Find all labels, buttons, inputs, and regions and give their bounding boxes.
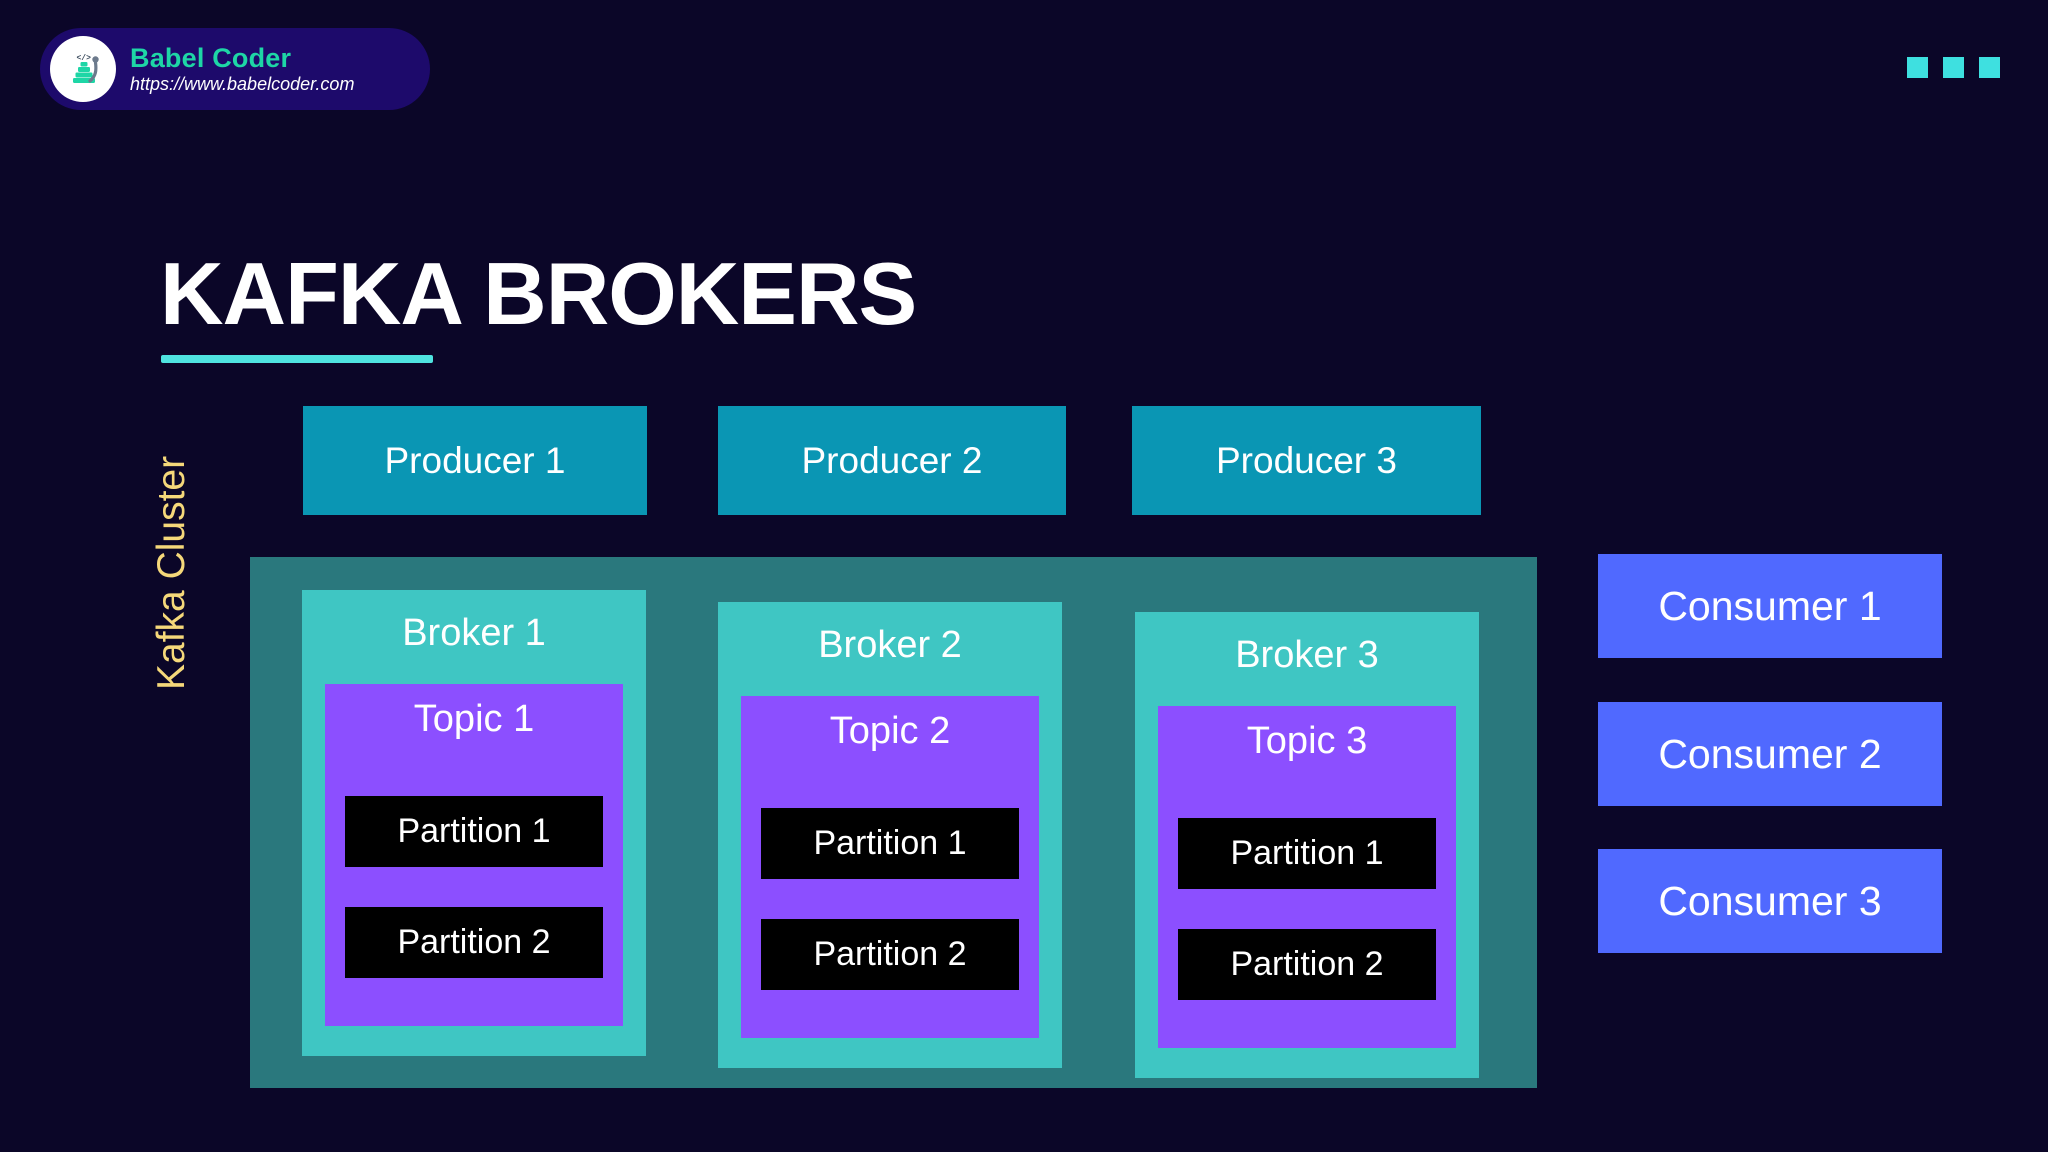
kafka-cluster-container: Broker 1 Topic 1 Partition 1 Partition 2…: [250, 557, 1537, 1088]
partition-label-2-1: Partition 1: [813, 824, 967, 862]
broker-box-3[interactable]: Broker 3 Topic 3 Partition 1 Partition 2: [1135, 612, 1479, 1078]
topic-label-1: Topic 1: [413, 698, 535, 740]
partition-box-1-2[interactable]: Partition 2: [345, 907, 603, 978]
broker-label-2: Broker 2: [818, 624, 962, 666]
partition-label-1-1: Partition 1: [397, 812, 551, 850]
broker-box-2[interactable]: Broker 2 Topic 2 Partition 1 Partition 2: [718, 602, 1062, 1068]
header-dots-group: [1907, 57, 2000, 78]
consumer-label-3: Consumer 3: [1658, 877, 1882, 924]
partition-label-3-1: Partition 1: [1230, 834, 1384, 872]
topic-box-1[interactable]: Topic 1 Partition 1 Partition 2: [325, 684, 623, 1026]
partition-box-2-2[interactable]: Partition 2: [761, 919, 1019, 990]
partition-label-3-2: Partition 2: [1230, 945, 1384, 983]
consumer-box-1[interactable]: Consumer 1: [1598, 554, 1942, 658]
consumer-box-3[interactable]: Consumer 3: [1598, 849, 1942, 953]
partition-label-1-2: Partition 2: [397, 923, 551, 961]
page-title: KAFKA BROKERS: [160, 244, 917, 343]
consumer-label-2: Consumer 2: [1658, 730, 1882, 777]
babel-tower-code-logo-icon: </>: [50, 36, 116, 102]
partition-box-3-2[interactable]: Partition 2: [1178, 929, 1436, 1000]
topic-box-2[interactable]: Topic 2 Partition 1 Partition 2: [741, 696, 1039, 1038]
partition-box-1-1[interactable]: Partition 1: [345, 796, 603, 867]
topic-label-3: Topic 3: [1246, 720, 1368, 762]
partition-label-2-2: Partition 2: [813, 935, 967, 973]
partition-box-2-1[interactable]: Partition 1: [761, 808, 1019, 879]
square-dot-icon-3: [1979, 57, 2000, 78]
producer-box-1[interactable]: Producer 1: [303, 406, 647, 515]
topic-label-2: Topic 2: [829, 710, 951, 752]
broker-label-1: Broker 1: [402, 612, 546, 654]
brand-text-block: Babel Coder https://www.babelcoder.com: [130, 44, 354, 94]
consumer-label-1: Consumer 1: [1658, 582, 1882, 629]
producer-box-3[interactable]: Producer 3: [1132, 406, 1481, 515]
producer-label-1: Producer 1: [384, 439, 566, 481]
producer-label-3: Producer 3: [1216, 439, 1397, 481]
partition-box-3-1[interactable]: Partition 1: [1178, 818, 1436, 889]
producer-box-2[interactable]: Producer 2: [718, 406, 1066, 515]
broker-box-1[interactable]: Broker 1 Topic 1 Partition 1 Partition 2: [302, 590, 646, 1056]
topic-box-3[interactable]: Topic 3 Partition 1 Partition 2: [1158, 706, 1456, 1048]
consumer-box-2[interactable]: Consumer 2: [1598, 702, 1942, 806]
square-dot-icon-1: [1907, 57, 1928, 78]
square-dot-icon-2: [1943, 57, 1964, 78]
brand-url: https://www.babelcoder.com: [130, 74, 355, 95]
brand-name: Babel Coder: [130, 42, 292, 73]
broker-label-3: Broker 3: [1235, 634, 1379, 676]
title-underline-rule: [161, 355, 433, 363]
brand-badge[interactable]: </> Babel Coder https://www.babelcoder.c…: [40, 28, 430, 110]
kafka-cluster-label: Kafka Cluster: [150, 455, 193, 690]
svg-text:</>: </>: [77, 54, 92, 63]
producer-label-2: Producer 2: [801, 439, 983, 481]
